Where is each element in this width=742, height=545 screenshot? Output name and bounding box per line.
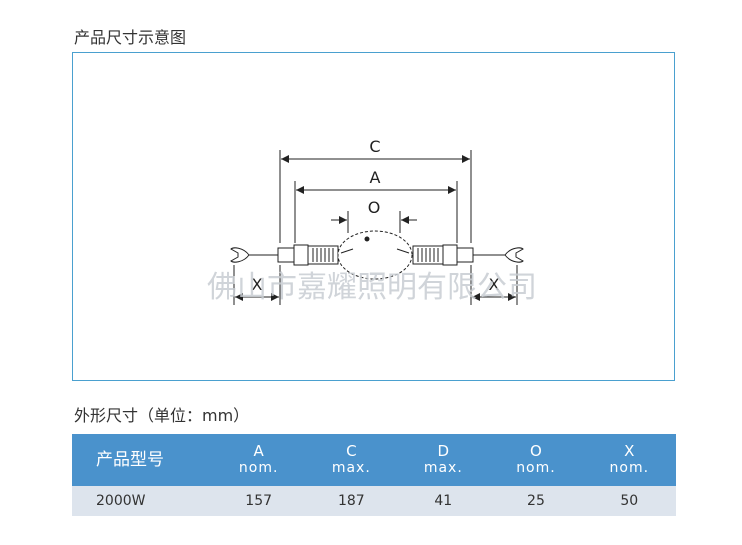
lamp-drawing: C A O X X [230, 137, 524, 305]
cell-o: 25 [489, 486, 583, 516]
label-x-right: X [489, 275, 500, 294]
cell-x: 50 [582, 486, 676, 516]
header-letter: A [253, 442, 264, 460]
header-qualifier: nom. [609, 460, 650, 476]
right-coil [417, 248, 439, 262]
cell-model: 2000W [72, 486, 212, 516]
label-c: C [369, 137, 380, 156]
right-terminal [504, 247, 524, 263]
header-letter: X [624, 442, 635, 460]
header-letter: C [346, 442, 357, 460]
bulb-electrode-right [396, 248, 410, 254]
left-end-cap [277, 247, 295, 263]
header-qualifier: max. [331, 460, 371, 476]
cell-c: 187 [305, 486, 398, 516]
label-o: O [368, 198, 381, 217]
header-model: 产品型号 [72, 434, 212, 486]
header-letter: D [437, 442, 450, 460]
bulb [337, 230, 413, 280]
dimension-diagram: C A O X X 佛山市嘉耀照明有限公司 [72, 52, 675, 381]
left-terminal [230, 247, 250, 263]
table-row: 2000W 157 187 41 25 50 [72, 486, 676, 516]
dimensions-section-title: 外形尺寸（单位：mm） [74, 406, 250, 425]
header-qualifier: nom. [516, 460, 556, 476]
header-qualifier: max. [423, 460, 463, 476]
bulb-tip [364, 236, 370, 242]
right-seal [412, 245, 444, 265]
label-x-left: X [252, 275, 263, 294]
watermark: 佛山市嘉耀照明有限公司 [207, 270, 537, 305]
header-letter: O [530, 442, 542, 460]
left-coil [312, 248, 334, 262]
header-qualifier: nom. [238, 460, 279, 476]
bulb-electrode-left [340, 248, 354, 254]
cell-d: 41 [397, 486, 490, 516]
right-end-cap [456, 247, 474, 263]
label-a: A [370, 168, 381, 187]
cell-a: 157 [212, 486, 306, 516]
diagram-section-title: 产品尺寸示意图 [74, 28, 187, 47]
